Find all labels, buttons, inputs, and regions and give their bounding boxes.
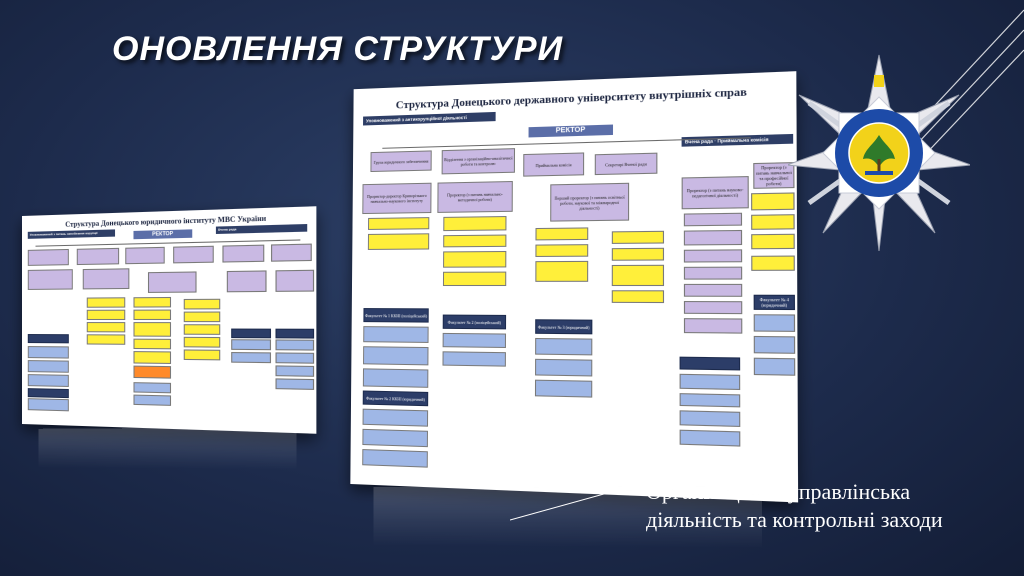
slide-caption: Організаційно-управлінська діяльність та…: [646, 478, 1016, 534]
org-chart-main-top-left: Уповноважений з антикорупційної діяльнос…: [363, 111, 496, 126]
org-box-fac2: Факультет № 2 (поліцейський): [442, 314, 507, 330]
slide-title: ОНОВЛЕННЯ СТРУКТУРИ: [112, 30, 564, 68]
org-chart-small-top-left: Уповноважений з питань запобігання коруп…: [27, 229, 116, 239]
org-box-top-1: Група юридичного забезпечення: [370, 150, 432, 173]
org-chart-small-top-right: Вчена рада: [215, 224, 308, 234]
org-box-vice-center: Перший проректор (з питань освітньої роб…: [550, 182, 630, 222]
org-chart-small: Структура Донецького юридичного інститут…: [22, 206, 317, 434]
org-chart-main-top-right: Вчена рада · Приймальна комісія: [681, 133, 794, 147]
university-emblem: [788, 54, 970, 252]
org-chart-main-rector: РЕКТОР: [528, 124, 614, 138]
org-box-vice-mid: Проректор (з питань навчально-методичної…: [437, 180, 513, 213]
caption-line-1: Організаційно-управлінська: [646, 479, 911, 504]
org-box-top-4: Секретарі Вченої ради: [594, 152, 658, 176]
org-chart-main-heading: Структура Донецького державного універси…: [395, 86, 747, 112]
org-box-fac3: Факультет № 3 (юридичний): [535, 319, 593, 335]
org-box-top-3: Приймальна комісія: [523, 152, 585, 177]
org-box-fac4: Факультет № 4 (юридичний): [753, 294, 796, 311]
org-box-vice-right: Проректор (з питань науково-педагогічної…: [681, 176, 749, 210]
org-chart-small-rector: РЕКТОР: [133, 229, 193, 240]
caption-divider: [510, 483, 640, 521]
org-box-vice-left: Проректор-директор Криворізького навчаль…: [362, 182, 432, 215]
org-box-fac1: Факультет № 1 ККНІ (поліцейський): [363, 308, 429, 323]
org-box-top-2: Відділення з організаційно-аналітичної р…: [441, 148, 516, 175]
caption-line-2: діяльність та контрольні заходи: [646, 507, 943, 532]
org-box-fac5: Факультет № 2 ККНІ (юридичний): [362, 390, 429, 407]
org-chart-main: Структура Донецького державного універси…: [350, 71, 799, 503]
